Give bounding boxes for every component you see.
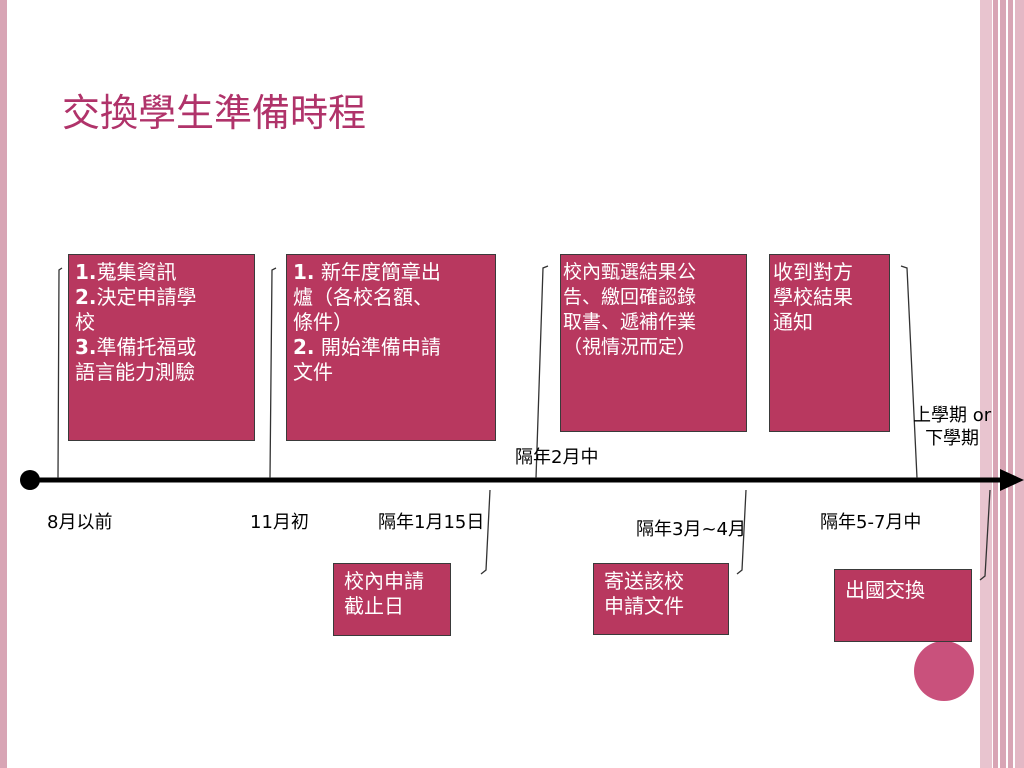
date-label-mar-apr: 隔年3月~4月 [636, 519, 746, 540]
step-text: 決定申請學 [96, 285, 197, 309]
step-text: 寄送該校 [604, 569, 684, 593]
step-text: 學校結果 [773, 285, 853, 309]
date-label-mid-feb: 隔年2月中 [515, 447, 599, 468]
step-box-partner-results: 收到對方 學校結果 通知 [769, 254, 890, 432]
bracket-lines [57, 265, 991, 581]
step-text: 通知 [773, 310, 813, 334]
date-label-may-jul: 隔年5-7月中 [820, 512, 922, 533]
step-text: 文件 [293, 360, 333, 384]
step-text: 收到對方 [773, 260, 853, 284]
step-text: 校 [75, 310, 95, 334]
step-text: 校內甄選結果公 [563, 261, 697, 283]
step-box-new-brochure: 1. 新年度簡章出 爐（各校名額、 條件） 2. 開始準備申請 文件 [286, 254, 496, 441]
step-text: 條件） [293, 310, 353, 334]
step-box-send-documents: 寄送該校 申請文件 [593, 563, 729, 635]
semester-label-line1: 上學期 or [913, 405, 992, 426]
semester-label: 上學期 or 下學期 [913, 404, 991, 450]
step-box-go-abroad: 出國交換 [834, 569, 972, 642]
step-number: 2. [75, 285, 97, 309]
page-title: 交換學生準備時程 [62, 91, 367, 135]
step-text: 爐（各校名額、 [293, 285, 433, 309]
step-text: 出國交換 [845, 578, 925, 602]
step-box-gather-info: 1.蒐集資訊 2.決定申請學 校 3.準備托福或 語言能力測驗 [68, 254, 255, 441]
step-box-selection-results: 校內甄選結果公 告、繳回確認錄 取書、遞補作業 （視情況而定） [560, 254, 747, 432]
step-number: 1. [75, 260, 97, 284]
step-box-application-deadline: 校內申請 截止日 [333, 563, 451, 636]
step-text: 校內申請 [344, 569, 424, 593]
step-text: 新年度簡章出 [314, 260, 441, 284]
accent-circle [914, 641, 974, 701]
step-text: 準備托福或 [96, 335, 197, 359]
step-text: 語言能力測驗 [75, 360, 195, 384]
step-number: 2. [293, 335, 315, 359]
semester-label-line2: 下學期 [925, 428, 980, 449]
step-number: 3. [75, 335, 97, 359]
timeline-arrowhead [1000, 469, 1024, 491]
step-text: （視情況而定） [563, 336, 697, 358]
step-text: 告、繳回確認錄 [563, 286, 697, 308]
date-label-before-aug: 8月以前 [47, 512, 113, 533]
step-text: 取書、遞補作業 [563, 311, 697, 333]
step-text: 蒐集資訊 [96, 260, 177, 284]
step-number: 1. [293, 260, 315, 284]
step-text: 開始準備申請 [314, 335, 441, 359]
timeline-start-dot [20, 470, 40, 490]
step-text: 截止日 [344, 594, 404, 618]
step-text: 申請文件 [604, 594, 684, 618]
date-label-jan-15: 隔年1月15日 [378, 512, 485, 533]
date-label-early-nov: 11月初 [250, 512, 309, 533]
